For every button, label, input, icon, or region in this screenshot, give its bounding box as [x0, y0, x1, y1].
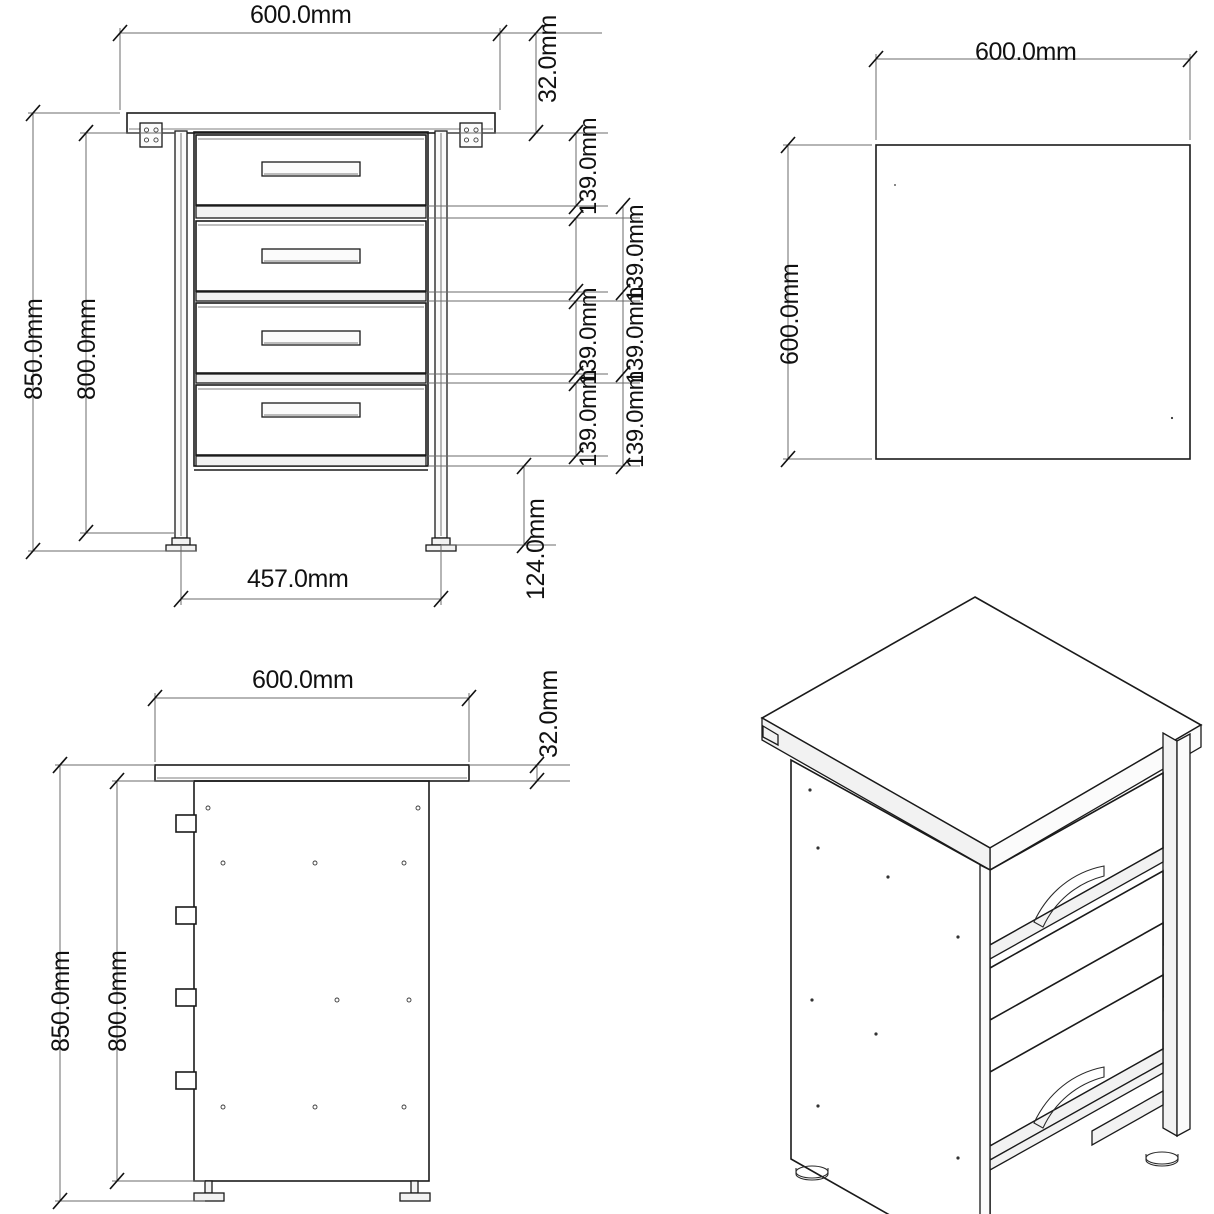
front-worktop — [126, 112, 496, 134]
iso-lower-rail — [1091, 1089, 1164, 1147]
side-elevation-view — [154, 764, 470, 1202]
side-body-height-dimension-label: 800.0mm — [104, 950, 132, 1052]
front-drawer-handle-3 — [261, 330, 361, 346]
front-dimension-ticks — [25, 24, 631, 608]
front-leg-height-dimension-label: 124.0mm — [522, 498, 550, 600]
front-drawer-5-dimension-label: 139.0mm — [575, 369, 602, 467]
side-handle-tabs — [175, 814, 197, 1090]
front-width-dimension-label: 600.0mm — [250, 1, 352, 29]
iso-post-rear-right — [1162, 731, 1178, 1138]
top-plan-view — [875, 144, 1191, 460]
side-foot-left — [193, 1180, 225, 1202]
side-dimension-ticks — [52, 689, 545, 1210]
front-drawer-4-dimension-label: 139.0mm — [622, 286, 649, 384]
iso-bracket-tab — [762, 724, 779, 747]
top-dimension-lines — [783, 54, 1191, 460]
front-leg-right — [425, 130, 457, 552]
front-leg-left — [165, 130, 197, 552]
iso-foot-right — [1145, 1151, 1179, 1167]
front-drawer-1-dimension-label: 139.0mm — [575, 117, 602, 215]
iso-foot-left-front — [795, 1165, 829, 1181]
side-total-height-dimension-label: 850.0mm — [47, 950, 75, 1052]
front-rail-3 — [195, 373, 427, 384]
isometric-view — [760, 596, 1203, 1214]
front-rail-2 — [195, 291, 427, 302]
front-rail-1 — [195, 205, 427, 219]
front-drawer-6-dimension-label: 139.0mm — [622, 370, 649, 468]
front-elevation-view — [126, 112, 496, 552]
front-drawer-4[interactable] — [195, 384, 427, 456]
front-drawer-handle-1 — [261, 161, 361, 177]
iso-side-panel — [790, 758, 991, 1214]
front-rail-4 — [195, 455, 427, 467]
iso-handle-1 — [1033, 865, 1105, 928]
iso-post-front-right — [1176, 732, 1191, 1138]
front-drawer-handle-2 — [261, 248, 361, 264]
front-bracket-right — [459, 122, 483, 148]
side-depth-dimension-label: 600.0mm — [252, 666, 354, 694]
top-dimension-ticks — [780, 50, 1198, 468]
iso-post-front-left — [979, 863, 991, 1214]
front-bracket-left — [139, 122, 163, 148]
front-body-height-dimension-label: 800.0mm — [73, 298, 101, 400]
side-dimension-lines — [55, 693, 570, 1202]
side-foot-right — [399, 1180, 431, 1202]
top-plate-outline — [875, 144, 1191, 460]
front-drawer-2[interactable] — [195, 220, 427, 292]
side-panel — [193, 780, 430, 1182]
front-top-thickness-dimension-label: 32.0mm — [534, 15, 562, 103]
side-top-thickness-dimension-label: 32.0mm — [535, 670, 563, 758]
front-total-height-dimension-label: 850.0mm — [20, 298, 48, 400]
iso-side-fixings — [808, 788, 960, 1160]
iso-handle-4 — [1033, 1066, 1105, 1129]
front-leg-span-dimension-label: 457.0mm — [247, 565, 349, 593]
side-panel-fixings — [205, 805, 421, 1110]
top-width-dimension-label: 600.0mm — [975, 38, 1077, 66]
top-depth-dimension-label: 600.0mm — [776, 263, 804, 365]
front-drawer-handle-4 — [261, 402, 361, 418]
front-drawer-1[interactable] — [195, 134, 427, 206]
front-drawer-3[interactable] — [195, 302, 427, 374]
front-dimension-lines — [28, 28, 640, 605]
side-worktop — [154, 764, 470, 782]
